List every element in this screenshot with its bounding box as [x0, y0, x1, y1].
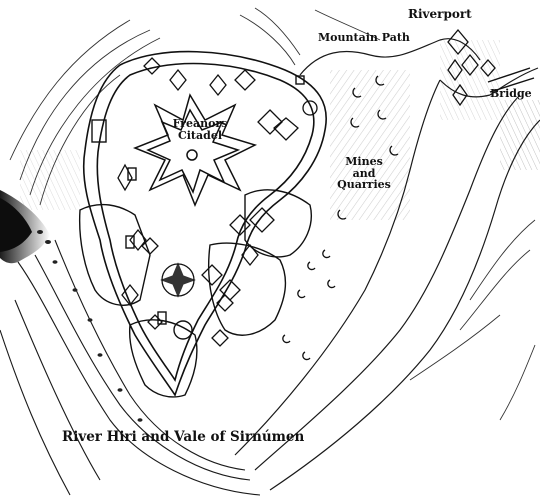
hatch-area-riverport [440, 40, 500, 120]
label-citadel-line1: Freanors [172, 117, 228, 130]
label-bridge: Bridge [490, 87, 532, 100]
citadel-star [132, 93, 258, 207]
river-banks [0, 239, 261, 496]
label-riverport: Riverport [408, 7, 472, 21]
river-marks [37, 230, 143, 422]
label-river: River Hiri and Vale of Sirnúmen [62, 429, 305, 445]
hatch-area-east [500, 100, 540, 170]
gatehouses [91, 75, 305, 325]
label-mines-line3: Quarries [337, 178, 391, 192]
citadel-walls [82, 50, 327, 397]
label-mountain-path: Mountain Path [318, 31, 410, 44]
mine-crescents [282, 75, 399, 361]
compass-rose [160, 262, 196, 298]
hatch-area-left [20, 150, 80, 210]
label-citadel: Freanors Citadel [160, 118, 240, 141]
round-tower [173, 320, 193, 340]
cliff-shadow-core [0, 198, 32, 252]
label-mines-line1: Mines [345, 155, 383, 168]
valley-outline [234, 38, 540, 491]
citadel-well [186, 149, 198, 161]
label-mines: Mines and Quarries [332, 156, 396, 191]
bridge [487, 67, 535, 93]
label-mines-line2: and [352, 166, 376, 180]
label-citadel-line2: Citadel [177, 128, 222, 142]
bastions [78, 189, 312, 398]
buildings [117, 28, 496, 347]
round-tower-east [302, 100, 318, 116]
mountain-hatching [9, 7, 536, 421]
hatch-area-quarry [330, 70, 410, 220]
